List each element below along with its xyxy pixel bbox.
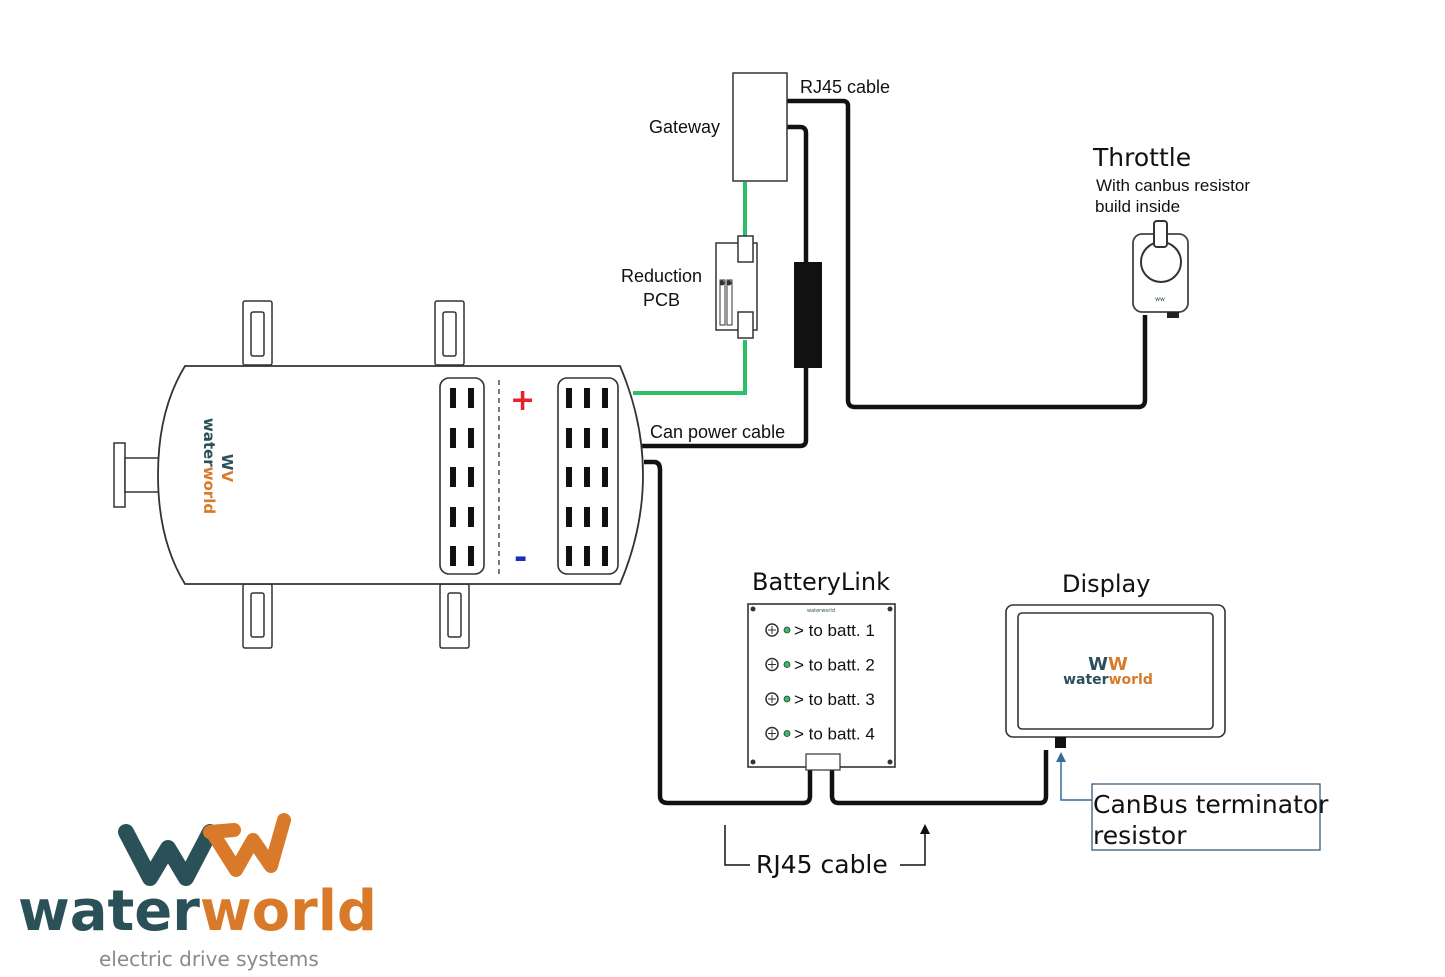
plus-sign: + [510, 383, 535, 418]
terminator-box [1091, 783, 1321, 851]
svg-text:ww: ww [1155, 296, 1165, 303]
terminal-slot [450, 546, 456, 566]
terminal-slots [450, 388, 608, 566]
terminal-slot [468, 428, 474, 448]
terminal-slot [584, 467, 590, 487]
terminal-slot [566, 467, 572, 487]
terminal-slot [602, 428, 608, 448]
port-label: > to batt. 4 [794, 725, 875, 744]
throttle-device: ww [1132, 220, 1189, 318]
terminator-pointer [1060, 757, 1092, 801]
svg-text:waterworld: waterworld [1063, 672, 1153, 688]
terminator-label-2: resistor [1093, 821, 1187, 850]
port-led-icon [783, 626, 791, 634]
brand-tagline: electric drive systems [99, 947, 319, 971]
terminal-slot [566, 428, 572, 448]
rj45-cable-batterylink [644, 459, 813, 806]
terminal-slot [450, 467, 456, 487]
terminal-slot [566, 388, 572, 408]
rj45-cable-display [829, 750, 1049, 806]
throttle-note-2: build inside [1095, 197, 1180, 216]
batterylink-port: > to batt. 4 [765, 725, 875, 744]
port-connector-cross [768, 660, 776, 669]
terminal-slot [584, 546, 590, 566]
terminal-slot [584, 507, 590, 527]
svg-text:waterworld: waterworld [200, 418, 218, 514]
batterylink-port: > to batt. 2 [765, 656, 875, 675]
reduction-label-1: Reduction [621, 266, 702, 286]
port-label: > to batt. 1 [794, 621, 875, 640]
port-led-icon [783, 661, 791, 668]
waterworld-logo: waterworld [18, 813, 377, 944]
terminal-slot [450, 428, 456, 448]
terminal-slot [584, 428, 590, 448]
terminal-slot [468, 507, 474, 527]
svg-text:waterworld: waterworld [807, 608, 835, 614]
rj45-top-label: RJ45 cable [800, 77, 890, 97]
wordmark-water: water [18, 879, 200, 944]
terminal-slot [584, 388, 590, 408]
reduction-pcb [715, 235, 758, 339]
port-connector-cross [768, 729, 776, 738]
terminal-slot [450, 388, 456, 408]
wordmark-world: world [200, 879, 377, 944]
svg-text:WV: WV [218, 454, 236, 483]
svg-text:WW: WW [1088, 654, 1128, 675]
gateway-box [732, 72, 788, 182]
svg-text:waterworld: waterworld [18, 879, 377, 944]
terminal-slot [602, 467, 608, 487]
reduction-label-2: PCB [643, 290, 680, 310]
batterylink-port: > to batt. 1 [765, 621, 875, 640]
rj45-cable-throttle [787, 98, 1148, 410]
gateway-label: Gateway [649, 117, 720, 137]
throttle-note-1: With canbus resistor [1096, 176, 1250, 195]
arrow-up-icon [920, 824, 930, 834]
display-device: WW waterworld [1005, 604, 1226, 748]
motor-unit: waterworld WV [113, 300, 644, 649]
port-label: > to batt. 2 [794, 656, 875, 675]
rj45-bracket-right [900, 831, 926, 866]
terminal-slot [566, 507, 572, 527]
terminal-slot [602, 388, 608, 408]
minus-sign: - [514, 538, 527, 576]
throttle-title: Throttle [1092, 143, 1191, 172]
batterylink-title: BatteryLink [752, 568, 890, 596]
port-led-icon [783, 730, 791, 737]
terminal-slot [468, 467, 474, 487]
rj45-bracket-left [724, 825, 750, 866]
can-power-label: Can power cable [650, 422, 785, 442]
terminal-slot [602, 507, 608, 527]
port-label: > to batt. 3 [794, 690, 875, 709]
green-can-cable [633, 340, 747, 395]
rj45-bottom-label: RJ45 cable [756, 850, 888, 879]
display-title: Display [1062, 570, 1150, 598]
port-connector-cross [768, 695, 776, 703]
terminal-slot [566, 546, 572, 566]
terminal-slot [450, 507, 456, 527]
terminal-slot [468, 546, 474, 566]
port-connector-cross [768, 626, 776, 634]
ferrite-block [794, 262, 822, 368]
arrow-up-icon [1056, 752, 1066, 762]
port-led-icon [783, 695, 791, 703]
terminal-slot [602, 546, 608, 566]
terminal-slot [468, 388, 474, 408]
batterylink-ports: > to batt. 1 > to batt. 2 > to batt. 3 > to… [765, 621, 875, 744]
batterylink-port: > to batt. 3 [765, 690, 875, 709]
terminator-label-1: CanBus terminator [1093, 790, 1329, 819]
